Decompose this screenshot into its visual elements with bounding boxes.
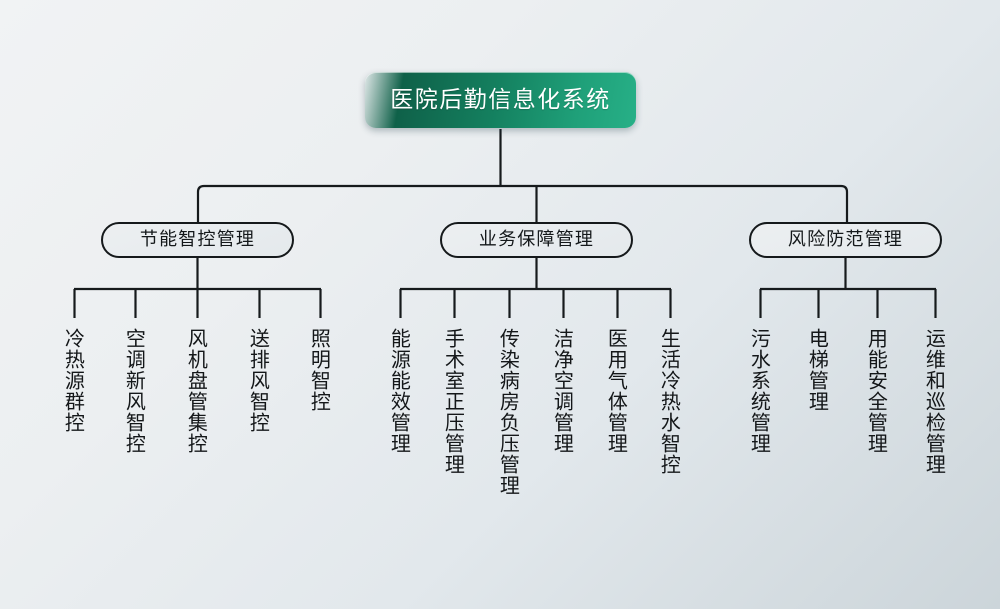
root-node[interactable]: 医院后勤信息化系统 (365, 72, 636, 128)
leaf-node[interactable]: 污水系统管理 (747, 328, 774, 454)
leaf-node[interactable]: 风机盘管集控 (184, 328, 211, 454)
leaf-node-label: 运维和巡检管理 (922, 328, 947, 475)
leaf-node-label: 生活冷热水智控 (657, 328, 682, 475)
leaf-node[interactable]: 照明智控 (307, 328, 334, 412)
leaf-node-label: 用能安全管理 (864, 328, 889, 454)
leaf-node-label: 医用气体管理 (604, 328, 629, 454)
leaf-node[interactable]: 冷热源群控 (61, 328, 88, 433)
leaf-node-label: 传染病房负压管理 (496, 328, 521, 496)
leaf-node[interactable]: 空调新风智控 (122, 328, 149, 454)
leaf-node-label: 电梯管理 (805, 328, 830, 412)
leaf-node-label: 风机盘管集控 (184, 328, 209, 454)
leaf-node-label: 空调新风智控 (122, 328, 147, 454)
leaf-node[interactable]: 用能安全管理 (864, 328, 891, 454)
root-node-label: 医院后勤信息化系统 (390, 86, 611, 113)
leaf-node[interactable]: 洁净空调管理 (550, 328, 577, 454)
leaf-node[interactable]: 能源能效管理 (387, 328, 414, 454)
leaf-node-label: 冷热源群控 (61, 328, 86, 433)
leaf-node[interactable]: 医用气体管理 (604, 328, 631, 454)
leaf-node-label: 洁净空调管理 (550, 328, 575, 454)
leaf-node[interactable]: 手术室正压管理 (441, 328, 468, 475)
branch-node-label: 业务保障管理 (478, 229, 595, 250)
leaf-node[interactable]: 传染病房负压管理 (496, 328, 523, 496)
branch-node-label: 节能智控管理 (139, 229, 256, 250)
leaf-node-label: 照明智控 (307, 328, 332, 412)
branch-node-label: 风险防范管理 (787, 229, 904, 250)
leaf-node[interactable]: 生活冷热水智控 (657, 328, 684, 475)
branch-node-risk[interactable]: 风险防范管理 (749, 222, 942, 258)
branch-node-business[interactable]: 业务保障管理 (440, 222, 633, 258)
level1-bus (196, 184, 849, 222)
leaf-node[interactable]: 送排风智控 (246, 328, 273, 433)
leaf-node[interactable]: 电梯管理 (805, 328, 832, 412)
leaf-node-label: 污水系统管理 (747, 328, 772, 454)
branch-node-energy[interactable]: 节能智控管理 (101, 222, 294, 258)
leaf-node-label: 手术室正压管理 (441, 328, 466, 475)
leaf-node-label: 能源能效管理 (387, 328, 412, 454)
leaf-node-label: 送排风智控 (246, 328, 271, 433)
leaf-node[interactable]: 运维和巡检管理 (922, 328, 949, 475)
